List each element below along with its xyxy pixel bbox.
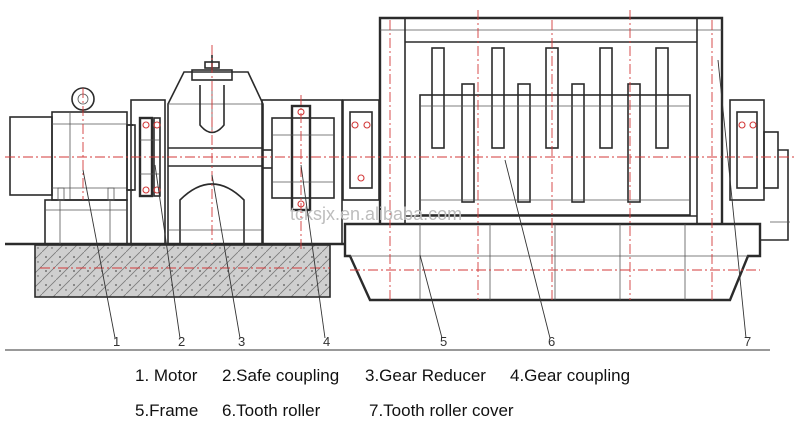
tooth-roller bbox=[419, 47, 691, 216]
callout-1: 1 bbox=[113, 334, 120, 349]
legend-tooth-roller-cover: 7.Tooth roller cover bbox=[369, 401, 514, 420]
right-bearing-housing bbox=[729, 99, 790, 241]
callout-6: 6 bbox=[548, 334, 555, 349]
motor bbox=[9, 87, 136, 245]
legend-tooth-roller: 6.Tooth roller bbox=[222, 401, 321, 420]
safe-coupling bbox=[130, 99, 166, 245]
legend-frame: 5.Frame bbox=[135, 401, 199, 420]
callout-4: 4 bbox=[323, 334, 330, 349]
tooth-roller-cover bbox=[378, 16, 724, 224]
legend-gear-coupling: 4.Gear coupling bbox=[510, 366, 631, 385]
legend-safe-coupling: 2.Safe coupling bbox=[222, 366, 340, 385]
legend-motor: 1. Motor bbox=[135, 366, 198, 385]
leader-lines bbox=[5, 59, 770, 351]
centerlines bbox=[5, 10, 795, 300]
callout-5: 5 bbox=[440, 334, 447, 349]
frame bbox=[343, 222, 762, 302]
gear-coupling bbox=[261, 99, 343, 245]
watermark: tcksjx.en.alibaba.com bbox=[290, 204, 462, 224]
callout-3: 3 bbox=[238, 334, 245, 349]
gear-reducer bbox=[167, 55, 264, 245]
left-bearing-housing bbox=[342, 99, 380, 201]
callout-numbers: 1 2 3 4 5 6 7 bbox=[113, 334, 751, 349]
legend-gear-reducer: 3.Gear Reducer bbox=[365, 366, 486, 385]
callout-2: 2 bbox=[178, 334, 185, 349]
callout-7: 7 bbox=[744, 334, 751, 349]
foundation bbox=[5, 242, 345, 298]
